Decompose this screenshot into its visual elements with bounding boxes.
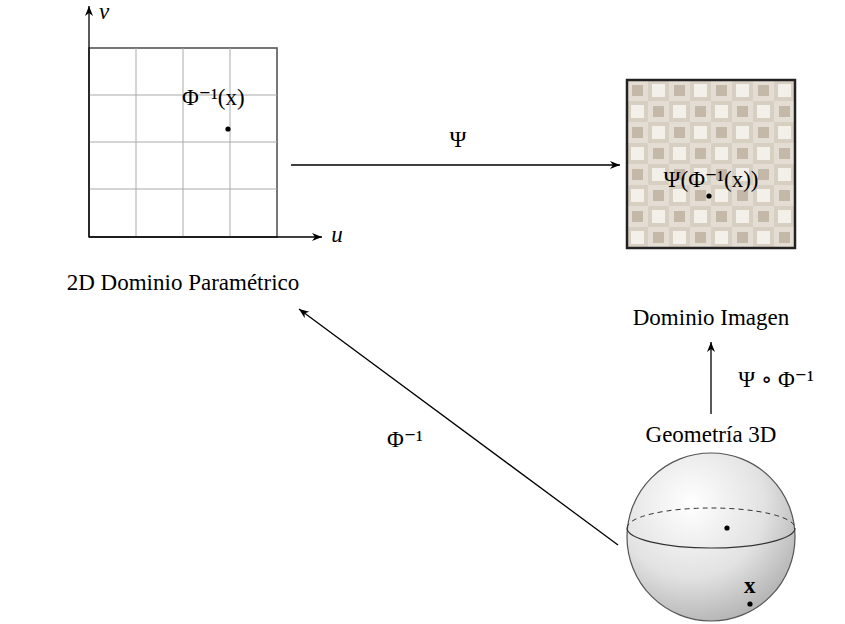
axis-label: u <box>331 221 343 249</box>
geometry-caption: Geometría 3D <box>646 421 777 449</box>
map-label: Ψ ∘ Φ⁻¹ <box>738 366 814 394</box>
point-label: Φ⁻¹(x) <box>182 84 245 112</box>
map-label: Ψ <box>450 126 467 154</box>
map-arrow <box>299 309 618 545</box>
map-label: Φ⁻¹ <box>387 426 423 454</box>
map-arrow <box>710 342 711 414</box>
parameter-domain: Φ⁻¹(x)2D Dominio Paramétrico <box>89 48 277 237</box>
texture-image <box>627 80 795 248</box>
image-domain: Ψ(Φ⁻¹(x))Dominio Imagen <box>627 80 795 248</box>
domain-caption: Dominio Imagen <box>633 304 790 332</box>
geometry-sphere: Geometría 3Dx <box>626 452 796 622</box>
axes <box>89 6 322 237</box>
domain-caption: 2D Dominio Paramétrico <box>67 269 300 297</box>
map-arrow <box>291 164 620 165</box>
axis-label: v <box>99 0 109 26</box>
point-label: Ψ(Φ⁻¹(x)) <box>664 166 759 194</box>
sphere <box>627 453 795 621</box>
parameter-grid <box>89 48 277 237</box>
point-label: x <box>744 572 756 600</box>
